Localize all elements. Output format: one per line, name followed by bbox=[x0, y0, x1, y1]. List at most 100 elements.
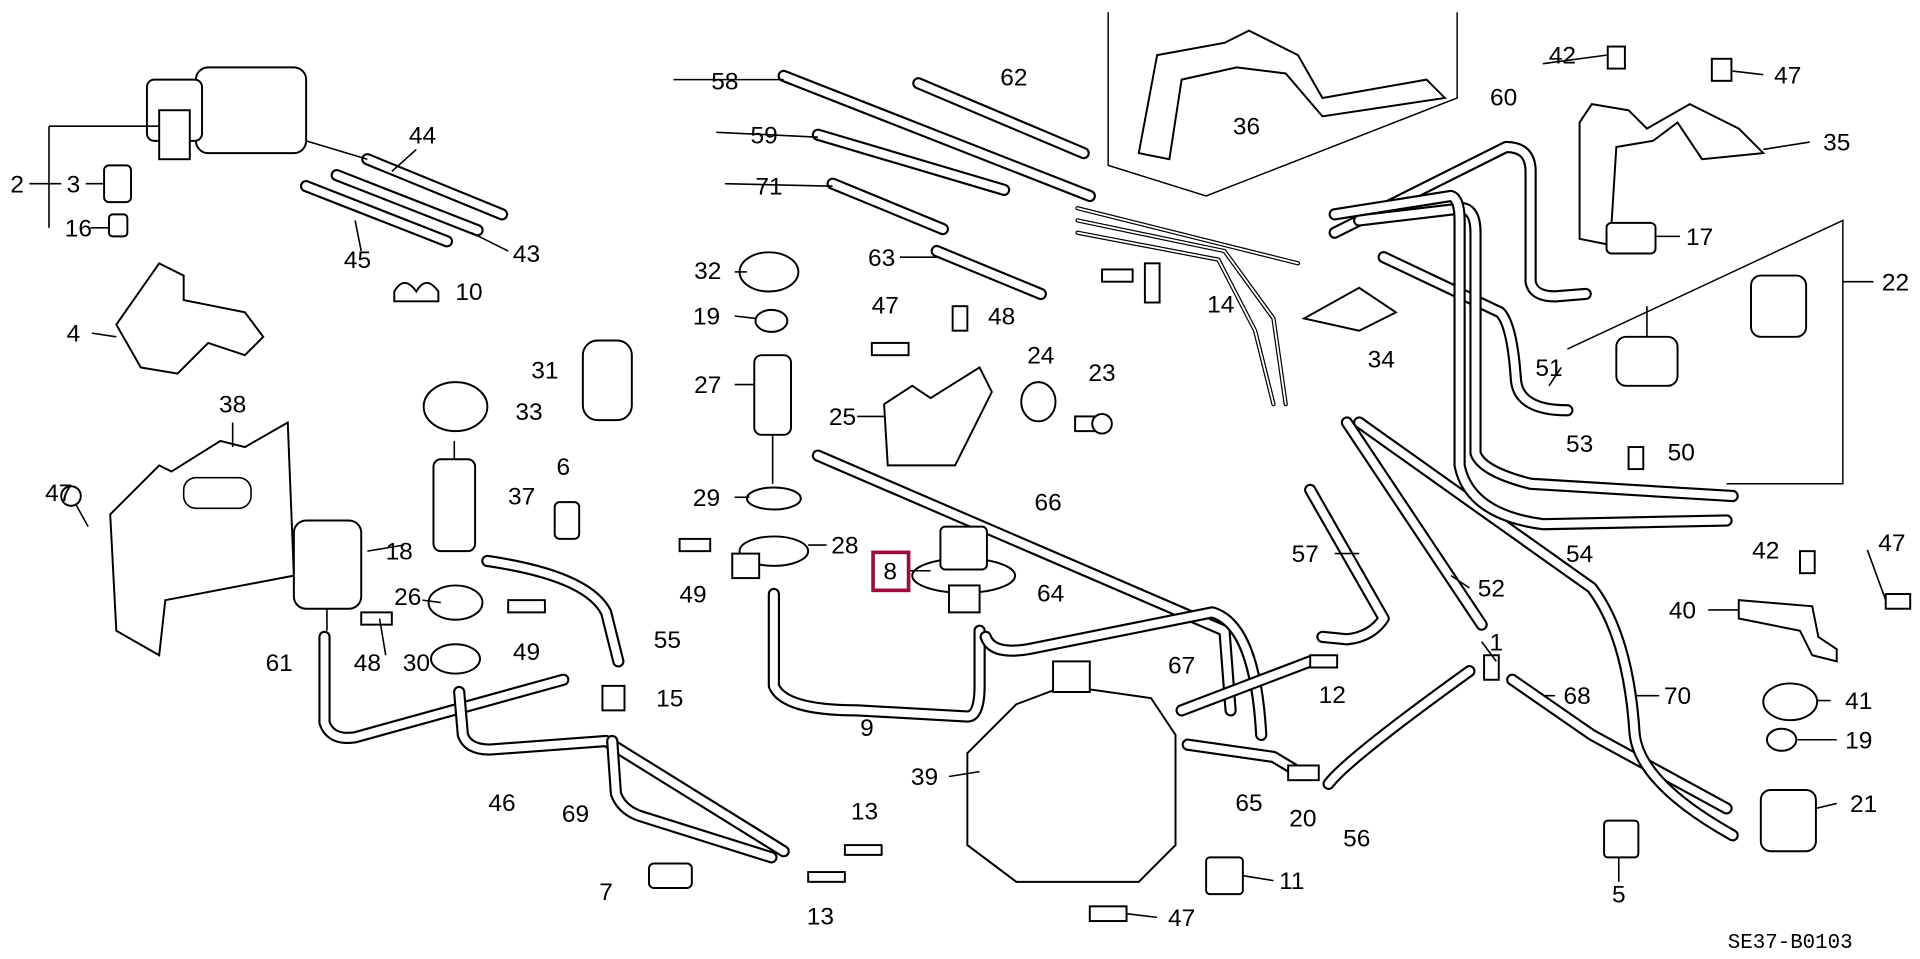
callout-53[interactable]: 53 bbox=[1566, 431, 1593, 458]
callout-24[interactable]: 24 bbox=[1027, 343, 1054, 370]
callout-62[interactable]: 62 bbox=[1000, 65, 1027, 92]
callout-20[interactable]: 20 bbox=[1289, 806, 1316, 833]
callout-70[interactable]: 70 bbox=[1664, 683, 1691, 710]
collar-16 bbox=[108, 213, 129, 238]
callout-32[interactable]: 32 bbox=[694, 258, 721, 285]
callout-71[interactable]: 71 bbox=[755, 174, 782, 201]
callout-35[interactable]: 35 bbox=[1823, 130, 1850, 157]
callout-25[interactable]: 25 bbox=[829, 404, 856, 431]
callout-59[interactable]: 59 bbox=[750, 122, 777, 149]
callout-29[interactable]: 29 bbox=[693, 485, 720, 512]
callout-26[interactable]: 26 bbox=[394, 584, 421, 611]
callout-40[interactable]: 40 bbox=[1669, 598, 1696, 625]
callout-13[interactable]: 13 bbox=[807, 904, 834, 931]
callout-42[interactable]: 42 bbox=[1752, 537, 1779, 564]
callout-11[interactable]: 11 bbox=[1279, 868, 1304, 895]
callout-49[interactable]: 49 bbox=[513, 639, 540, 666]
callout-19[interactable]: 19 bbox=[1845, 727, 1872, 754]
callout-65[interactable]: 65 bbox=[1235, 790, 1262, 817]
callout-36[interactable]: 36 bbox=[1233, 114, 1260, 141]
callout-44[interactable]: 44 bbox=[409, 122, 436, 149]
callout-19[interactable]: 19 bbox=[693, 304, 720, 331]
bolt-47-left bbox=[60, 485, 89, 528]
callout-67[interactable]: 67 bbox=[1168, 653, 1195, 680]
callout-47[interactable]: 47 bbox=[872, 293, 899, 320]
callout-16[interactable]: 16 bbox=[65, 215, 92, 242]
callout-48[interactable]: 48 bbox=[988, 304, 1015, 331]
callout-57[interactable]: 57 bbox=[1292, 541, 1319, 568]
callout-68[interactable]: 68 bbox=[1564, 683, 1591, 710]
callout-69[interactable]: 69 bbox=[562, 801, 589, 828]
leader-line bbox=[471, 231, 509, 252]
hose bbox=[779, 71, 1094, 200]
callout-48[interactable]: 48 bbox=[354, 650, 381, 677]
callout-34[interactable]: 34 bbox=[1368, 346, 1395, 373]
callout-14[interactable]: 14 bbox=[1207, 291, 1234, 318]
callout-1[interactable]: 1 bbox=[1490, 629, 1504, 656]
reference-line bbox=[1567, 219, 1844, 485]
leader-line bbox=[716, 131, 818, 138]
callout-3[interactable]: 3 bbox=[67, 171, 81, 198]
callout-23[interactable]: 23 bbox=[1088, 360, 1115, 387]
nut-19-right bbox=[1765, 727, 1798, 752]
callout-58[interactable]: 58 bbox=[711, 68, 738, 95]
callout-47[interactable]: 47 bbox=[45, 480, 72, 507]
callout-43[interactable]: 43 bbox=[513, 241, 540, 268]
callout-9[interactable]: 9 bbox=[860, 715, 874, 742]
callout-54[interactable]: 54 bbox=[1566, 541, 1593, 568]
callout-45[interactable]: 45 bbox=[344, 247, 371, 274]
callout-31[interactable]: 31 bbox=[531, 357, 558, 384]
callout-63[interactable]: 63 bbox=[868, 245, 895, 272]
callout-64[interactable]: 64 bbox=[1037, 580, 1064, 607]
callout-30[interactable]: 30 bbox=[403, 650, 430, 677]
components bbox=[60, 12, 1912, 923]
callout-46[interactable]: 46 bbox=[488, 790, 515, 817]
callout-33[interactable]: 33 bbox=[515, 399, 542, 426]
callout-15[interactable]: 15 bbox=[656, 686, 683, 713]
callout-6[interactable]: 6 bbox=[556, 454, 570, 481]
nut-19 bbox=[754, 308, 789, 333]
callout-4[interactable]: 4 bbox=[67, 321, 81, 348]
callout-55[interactable]: 55 bbox=[654, 627, 681, 654]
callout-8[interactable]: 8 bbox=[883, 558, 897, 585]
callout-13[interactable]: 13 bbox=[851, 798, 878, 825]
callout-41[interactable]: 41 bbox=[1845, 688, 1872, 715]
callout-37[interactable]: 37 bbox=[508, 484, 535, 511]
hose bbox=[1076, 219, 1287, 406]
callout-18[interactable]: 18 bbox=[386, 539, 413, 566]
callout-52[interactable]: 52 bbox=[1478, 575, 1505, 602]
callout-38[interactable]: 38 bbox=[219, 392, 246, 419]
callout-2[interactable]: 2 bbox=[10, 171, 24, 198]
hose bbox=[453, 685, 790, 858]
canister-18 bbox=[292, 519, 363, 631]
bracket-40 bbox=[1737, 599, 1838, 663]
callout-28[interactable]: 28 bbox=[831, 533, 858, 560]
callout-66[interactable]: 66 bbox=[1035, 490, 1062, 517]
actuator-50 bbox=[1615, 306, 1679, 387]
callout-22[interactable]: 22 bbox=[1882, 269, 1909, 296]
callout-42[interactable]: 42 bbox=[1549, 43, 1576, 70]
callout-21[interactable]: 21 bbox=[1850, 791, 1877, 818]
callout-49[interactable]: 49 bbox=[679, 582, 706, 609]
callout-50[interactable]: 50 bbox=[1668, 440, 1695, 467]
callout-56[interactable]: 56 bbox=[1343, 825, 1370, 852]
callout-61[interactable]: 61 bbox=[266, 650, 293, 677]
solenoid-27 bbox=[753, 354, 792, 484]
callout-60[interactable]: 60 bbox=[1490, 84, 1517, 111]
callout-17[interactable]: 17 bbox=[1686, 224, 1713, 251]
callout-5[interactable]: 5 bbox=[1612, 882, 1626, 909]
leader-line bbox=[1763, 141, 1810, 151]
callout-47[interactable]: 47 bbox=[1774, 62, 1801, 89]
callout-10[interactable]: 10 bbox=[455, 279, 482, 306]
callout-47[interactable]: 47 bbox=[1168, 905, 1195, 932]
callout-47[interactable]: 47 bbox=[1878, 530, 1905, 557]
callout-7[interactable]: 7 bbox=[599, 879, 613, 906]
hose bbox=[1177, 657, 1315, 715]
grommet-24 bbox=[1020, 381, 1057, 423]
callout-12[interactable]: 12 bbox=[1319, 682, 1346, 709]
actuator-21 bbox=[1759, 789, 1817, 853]
callout-51[interactable]: 51 bbox=[1535, 355, 1562, 382]
callout-39[interactable]: 39 bbox=[911, 764, 938, 791]
callout-27[interactable]: 27 bbox=[694, 372, 721, 399]
hose bbox=[1076, 207, 1299, 265]
